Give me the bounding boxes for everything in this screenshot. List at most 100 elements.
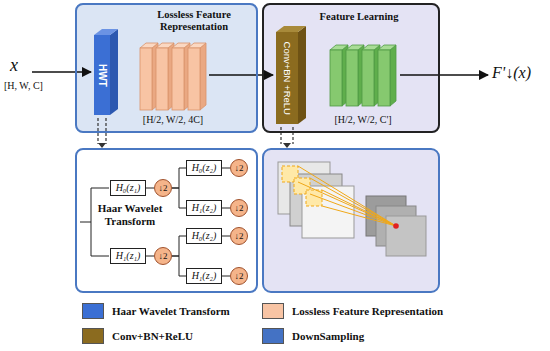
filter-label: H₀(z₁) bbox=[116, 183, 141, 193]
zoom-line bbox=[97, 118, 98, 144]
signal-wire bbox=[146, 256, 154, 257]
downsample-circle: ↓2 bbox=[154, 247, 172, 265]
zoom-head bbox=[283, 143, 291, 148]
projection-line bbox=[298, 166, 396, 226]
feature-slab bbox=[172, 48, 184, 110]
legend-text: Lossless Feature Representation bbox=[292, 305, 443, 317]
filter-box: H₀(z₂) bbox=[186, 228, 222, 244]
projection-line bbox=[310, 178, 396, 226]
downsample-circle: ↓2 bbox=[230, 267, 248, 285]
legend-item: Haar Wavelet Transform bbox=[82, 303, 230, 319]
legend-text: Conv+BN+ReLU bbox=[112, 330, 193, 342]
split-wire bbox=[80, 222, 91, 223]
legend-swatch bbox=[262, 303, 284, 319]
zoom-line bbox=[105, 118, 106, 144]
feature-slab bbox=[378, 50, 390, 106]
feature-slab-top bbox=[156, 43, 174, 48]
projection-line bbox=[310, 194, 396, 226]
flow-arrow bbox=[32, 71, 91, 73]
downsample-label: ↓2 bbox=[235, 204, 244, 213]
split-wire bbox=[91, 188, 109, 189]
flow-arrow bbox=[400, 74, 488, 76]
downsample-circle: ↓2 bbox=[230, 199, 248, 217]
feature-slab-top bbox=[140, 43, 158, 48]
slab-side bbox=[110, 29, 118, 115]
feature-slab bbox=[156, 48, 168, 110]
feature-slab-top bbox=[378, 45, 396, 50]
downsample-circle: ↓2 bbox=[230, 227, 248, 245]
feature-slab bbox=[188, 48, 200, 110]
legend-text: DownSampling bbox=[292, 330, 364, 342]
signal-wire bbox=[222, 208, 230, 209]
conv-panel bbox=[263, 149, 439, 292]
filter-box: H₀(z₁) bbox=[110, 180, 146, 196]
input-map bbox=[302, 186, 354, 238]
signal-wire bbox=[172, 236, 186, 256]
filter-box: H₀(z₂) bbox=[186, 160, 222, 176]
slab-side bbox=[298, 26, 306, 124]
downsample-circle: ↓2 bbox=[230, 159, 248, 177]
filter-box: H₁(z₁) bbox=[110, 248, 146, 264]
feature-slab-side bbox=[390, 45, 396, 106]
legend-text: Haar Wavelet Transform bbox=[112, 305, 230, 317]
output-symbol: F'↓(x) bbox=[492, 63, 531, 82]
layer-slab: HWT bbox=[94, 35, 110, 115]
projection-line bbox=[322, 206, 396, 226]
feature-slab-top bbox=[330, 45, 348, 50]
signal-wire bbox=[222, 276, 230, 277]
legend-item: Lossless Feature Representation bbox=[262, 303, 443, 319]
output-map bbox=[386, 216, 426, 256]
feature-slab-top bbox=[172, 43, 190, 48]
zoom-line bbox=[280, 127, 281, 144]
panel-ground bbox=[75, 148, 258, 293]
panel-ground bbox=[262, 3, 440, 133]
input-symbol: x bbox=[10, 55, 18, 77]
downsample-label: ↓2 bbox=[159, 184, 168, 193]
output-pixel bbox=[393, 223, 399, 229]
filter-label: H₁(z₁) bbox=[116, 251, 141, 261]
layer-slab: Conv+BN +ReLU bbox=[276, 32, 298, 124]
zoom-line bbox=[292, 127, 293, 144]
feature-slab bbox=[330, 50, 342, 106]
split-wire bbox=[91, 256, 109, 257]
legend-swatch bbox=[82, 303, 104, 319]
downsample-label: ↓2 bbox=[235, 232, 244, 241]
module-panel: Lossless Feature RepresentationHWT bbox=[75, 3, 258, 133]
filter-label: H₁(z₂) bbox=[192, 203, 217, 213]
downsample-label: ↓2 bbox=[235, 164, 244, 173]
feature-slab bbox=[346, 50, 358, 106]
signal-wire bbox=[172, 188, 186, 208]
signal-wire bbox=[172, 256, 186, 276]
downsample-circle: ↓2 bbox=[154, 179, 172, 197]
downsample-label: ↓2 bbox=[235, 272, 244, 281]
feature-slab-top bbox=[346, 45, 364, 50]
filter-box: H₁(z₂) bbox=[186, 268, 222, 284]
input-shape: [H, W, C] bbox=[4, 80, 43, 92]
signal-wire bbox=[172, 168, 186, 188]
legend-swatch bbox=[82, 328, 104, 344]
split-wire bbox=[91, 188, 92, 256]
feature-slab-top bbox=[188, 43, 206, 48]
projection-line bbox=[298, 182, 396, 226]
legend-item: Conv+BN+ReLU bbox=[82, 328, 193, 344]
panel-ground bbox=[75, 3, 258, 133]
projection-line bbox=[322, 190, 396, 226]
legend-swatch bbox=[262, 328, 284, 344]
downsample-label: ↓2 bbox=[159, 252, 168, 261]
filter-label: H₀(z₂) bbox=[192, 231, 217, 241]
feature-shape: [H/2, W/2, 4C] bbox=[118, 114, 228, 126]
filter-box: H₁(z₂) bbox=[186, 200, 222, 216]
signal-wire bbox=[222, 168, 230, 169]
signal-wire bbox=[146, 188, 154, 189]
layer-name: HWT bbox=[97, 64, 108, 87]
legend-item: DownSampling bbox=[262, 328, 364, 344]
feature-slab-side bbox=[200, 43, 206, 110]
feature-slab bbox=[140, 48, 152, 110]
filter-label: H₀(z₂) bbox=[192, 163, 217, 173]
signal-wire bbox=[222, 236, 230, 237]
layer-name: Conv+BN +ReLU bbox=[282, 41, 292, 114]
filter-label: H₁(z₂) bbox=[192, 271, 217, 281]
panel-title: Feature Learning bbox=[284, 11, 434, 23]
